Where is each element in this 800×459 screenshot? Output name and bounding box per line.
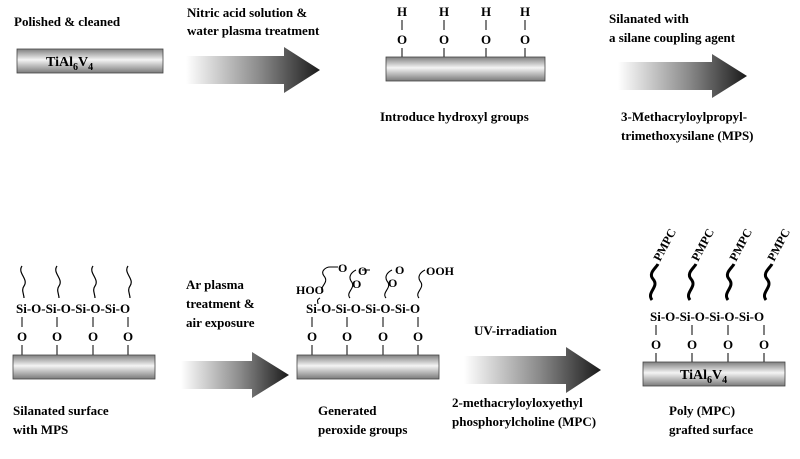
process-arrow-3: [181, 352, 289, 398]
arrow1-label-line2: water plasma treatment: [187, 23, 320, 38]
arrow1-label-line1: Nitric acid solution &: [187, 5, 307, 20]
substrate-label-1: TiAl6V4: [46, 55, 93, 73]
svg-text:O: O: [342, 329, 352, 344]
svg-text:O: O: [651, 337, 661, 352]
svg-text:PMPC: PMPC: [726, 226, 755, 263]
siloxane-chain-3: Si-O-Si-O-Si-O-Si-O: [16, 301, 130, 316]
hydroxyl-groups: H O H O H O H O: [397, 4, 530, 57]
svg-text:O: O: [388, 276, 397, 290]
svg-text:O: O: [352, 277, 361, 291]
siloxane-anchors-5: O O O O: [651, 325, 769, 362]
siloxane-anchors-3: O O O O: [17, 317, 133, 355]
svg-text:O: O: [395, 263, 404, 277]
hydroxyl-group: H O: [397, 4, 407, 57]
svg-text:O: O: [358, 264, 367, 278]
substrate-bar-4: [296, 354, 440, 380]
svg-text:PMPC: PMPC: [764, 226, 793, 263]
mps-chains: [20, 265, 132, 299]
arrow3-label-line1: Ar plasma: [186, 277, 244, 292]
svg-text:O: O: [338, 261, 347, 275]
step4-caption-line2: peroxide groups: [318, 422, 407, 437]
process-arrow-2: [618, 54, 747, 98]
svg-text:HOO: HOO: [296, 283, 324, 297]
pmpc-chains: PMPC PMPC PMPC PMPC: [649, 226, 793, 301]
arrow2-reagent-line2: trimethoxysilane (MPS): [621, 128, 754, 143]
arrow4-label: UV-irradiation: [474, 323, 558, 338]
step3-caption-line1: Silanated surface: [13, 403, 109, 418]
svg-text:O: O: [687, 337, 697, 352]
svg-text:O: O: [52, 329, 62, 344]
step4-caption-line1: Generated: [318, 403, 377, 418]
siloxane-anchors-4: O O O O: [307, 317, 423, 355]
svg-text:H: H: [481, 4, 491, 19]
svg-text:O: O: [481, 32, 491, 47]
svg-text:O: O: [439, 32, 449, 47]
siloxane-chain-5: Si-O-Si-O-Si-O-Si-O: [650, 309, 764, 324]
svg-text:H: H: [397, 4, 407, 19]
svg-text:H: H: [520, 4, 530, 19]
svg-text:O: O: [307, 329, 317, 344]
svg-text:O: O: [413, 329, 423, 344]
arrow3-label-line3: air exposure: [186, 315, 255, 330]
siloxane-chain-4: Si-O-Si-O-Si-O-Si-O: [306, 301, 420, 316]
substrate-bar-1: [16, 48, 164, 74]
arrow4-reagent-line2: phosphorylcholine (MPC): [452, 414, 596, 429]
svg-text:O: O: [88, 329, 98, 344]
step1-caption: Polished & cleaned: [14, 14, 121, 29]
svg-text:PMPC: PMPC: [688, 226, 717, 263]
step3-caption-line2: with MPS: [13, 422, 68, 437]
arrow2-reagent-line1: 3-Methacryloylpropyl-: [621, 109, 747, 124]
svg-text:O: O: [378, 329, 388, 344]
arrow2-label-line2: a silane coupling agent: [609, 30, 736, 45]
substrate-bar-3: [12, 354, 156, 380]
step2-caption: Introduce hydroxyl groups: [380, 109, 529, 124]
svg-text:O: O: [723, 337, 733, 352]
peroxide-groups: HOO O O O O O OOH: [296, 261, 455, 305]
svg-text:O: O: [123, 329, 133, 344]
substrate-bar-5: [642, 361, 786, 387]
svg-text:OOH: OOH: [426, 264, 455, 278]
arrow2-label-line1: Silanated with: [609, 11, 690, 26]
arrow3-label-line2: treatment &: [186, 296, 255, 311]
arrow4-reagent-line1: 2-methacryloyloxyethyl: [452, 395, 583, 410]
substrate-label-5: TiAl6V4: [680, 368, 727, 386]
process-arrow-4: [464, 347, 601, 393]
svg-text:O: O: [759, 337, 769, 352]
process-arrow-1: [186, 47, 320, 93]
hydroxyl-group: H O: [439, 4, 449, 57]
hydroxyl-group: H O: [520, 4, 530, 57]
hydroxyl-group: H O: [481, 4, 491, 57]
step5-caption-line2: grafted surface: [669, 422, 753, 437]
svg-text:O: O: [17, 329, 27, 344]
substrate-bar-2: [385, 56, 546, 82]
step5-caption-line1: Poly (MPC): [669, 403, 735, 418]
svg-text:H: H: [439, 4, 449, 19]
svg-text:O: O: [520, 32, 530, 47]
svg-text:O: O: [397, 32, 407, 47]
svg-text:PMPC: PMPC: [650, 226, 679, 263]
